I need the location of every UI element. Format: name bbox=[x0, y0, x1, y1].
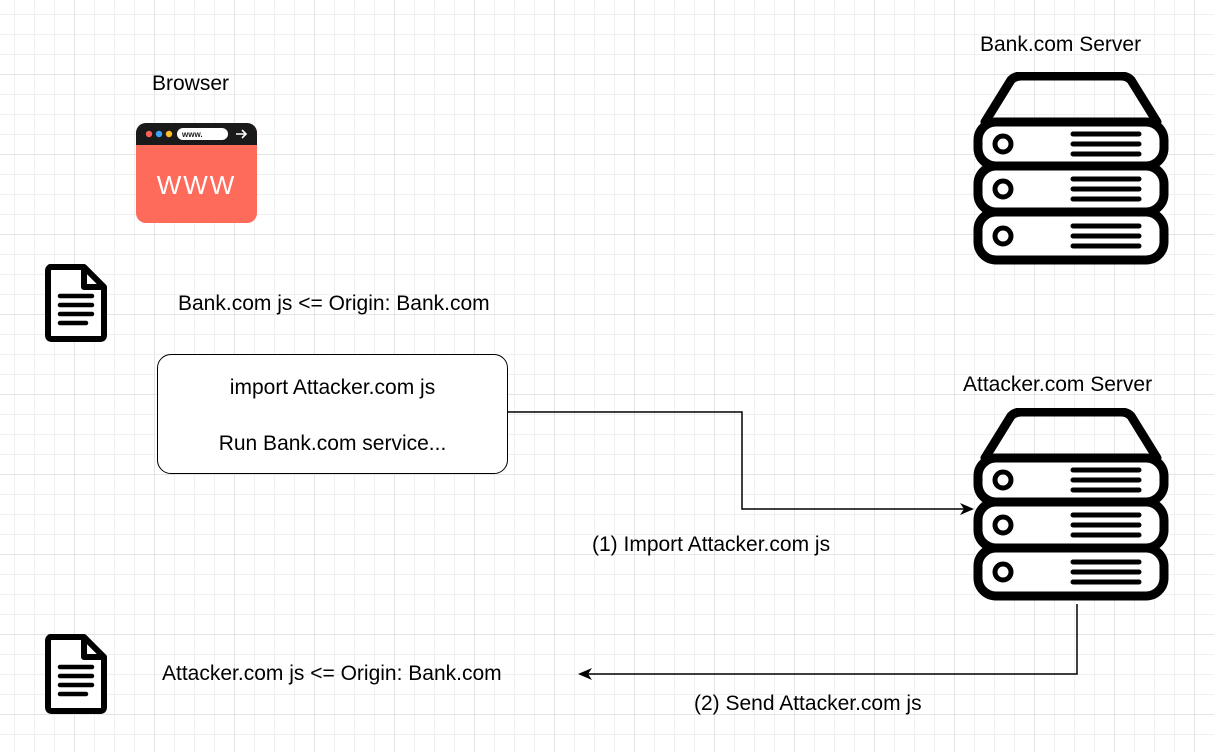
code-box-line-import: import Attacker.com js bbox=[229, 376, 436, 399]
attacker-server-label: Attacker.com Server bbox=[963, 373, 1153, 396]
attacker-server-icon bbox=[973, 408, 1169, 601]
browser-label: Browser bbox=[152, 72, 230, 95]
attacker-js-document-icon bbox=[45, 634, 107, 714]
bank-server-label: Bank.com Server bbox=[980, 33, 1142, 56]
browser-url-text: www. bbox=[181, 130, 203, 139]
edge-send-label: (2) Send Attacker.com js bbox=[694, 692, 922, 715]
edge-send-arrow bbox=[578, 604, 1078, 680]
code-box-line-run: Run Bank.com service... bbox=[218, 432, 447, 455]
browser-www-text: WWW bbox=[157, 170, 237, 200]
code-box: import Attacker.com js Run Bank.com serv… bbox=[157, 354, 508, 474]
attacker-js-label: Attacker.com js <= Origin: Bank.com bbox=[162, 662, 502, 685]
bank-js-document-icon bbox=[45, 264, 107, 342]
bank-js-label: Bank.com js <= Origin: Bank.com bbox=[178, 292, 490, 315]
bank-server-icon bbox=[973, 72, 1169, 265]
edge-import-label: (1) Import Attacker.com js bbox=[592, 533, 831, 556]
browser-window-icon: www. WWW bbox=[136, 123, 257, 223]
edge-import-arrow bbox=[507, 411, 974, 515]
